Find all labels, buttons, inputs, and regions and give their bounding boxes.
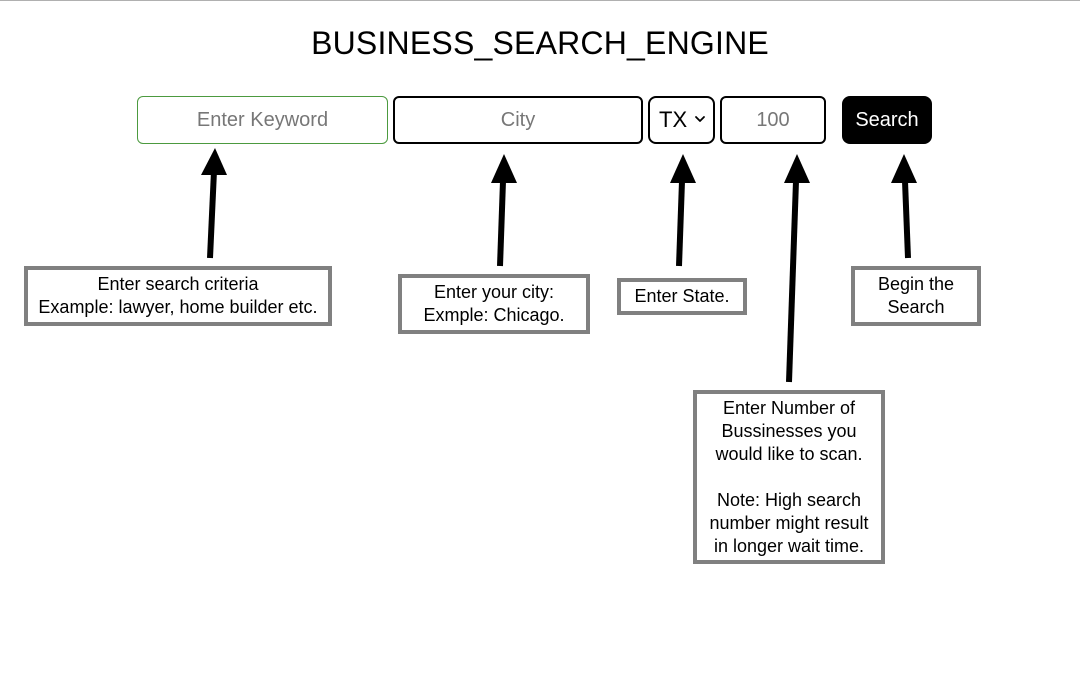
- state-select-value: TX: [659, 107, 688, 132]
- arrow-head-icon: [891, 154, 917, 183]
- arrow-head-icon: [201, 148, 227, 175]
- page-title: BUSINESS_SEARCH_ENGINE: [311, 25, 769, 61]
- arrow-up-icon: [676, 180, 685, 267]
- keyword-callout: Enter search criteria Example: lawyer, h…: [24, 266, 332, 326]
- business-count-callout: Enter Number of Bussinesses you would li…: [693, 390, 885, 564]
- chevron-down-icon: [695, 116, 705, 122]
- arrow-head-icon: [670, 154, 696, 183]
- city-callout: Enter your city: Exmple: Chicago.: [398, 274, 590, 334]
- arrow-up-icon: [902, 180, 911, 259]
- arrow-head-icon: [491, 154, 517, 183]
- arrow-up-icon: [786, 180, 799, 383]
- search-callout: Begin the Search: [851, 266, 981, 326]
- keyword-input[interactable]: [137, 96, 388, 144]
- search-button[interactable]: Search: [842, 96, 932, 144]
- arrow-up-icon: [497, 180, 506, 267]
- arrow-up-icon: [207, 170, 217, 259]
- state-select[interactable]: TX: [648, 96, 715, 144]
- city-input[interactable]: [393, 96, 643, 144]
- state-callout: Enter State.: [617, 278, 747, 315]
- business-count-input[interactable]: [720, 96, 826, 144]
- arrow-head-icon: [784, 154, 810, 183]
